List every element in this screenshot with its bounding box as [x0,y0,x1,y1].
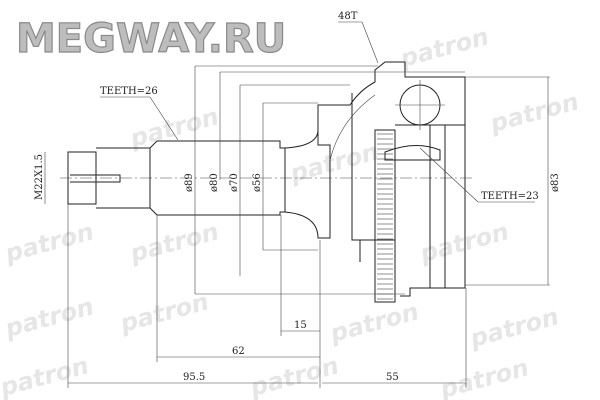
watermark: patron [486,87,581,138]
watermark: patron [1,217,96,268]
watermark: patron [286,137,381,188]
abs-teeth [377,133,393,300]
shaft-teeth-label: TEETH=26 [100,86,158,97]
part-outline [60,61,475,303]
diameter-80: ø80 [209,173,220,192]
watermark: patron [1,292,96,343]
diameter-70: ø70 [229,173,240,192]
length-95-5: 95.5 [183,372,205,383]
length-62: 62 [232,346,245,357]
watermark: patron [116,287,211,338]
watermarks: patron patron patron patron patron patro… [0,22,582,400]
watermark: patron [326,297,421,348]
watermark: patron [396,22,491,73]
watermark: patron [436,353,531,400]
diameter-89: ø89 [184,173,195,192]
inner-teeth-label: TEETH=23 [481,191,539,202]
logo: MEGWAY.RU [16,16,286,62]
watermark: patron [246,351,341,400]
thread-label: M22X1.5 [34,154,45,200]
length-55: 55 [386,372,399,383]
watermark: patron [126,217,221,268]
watermark: patron [416,217,511,268]
diameter-56: ø56 [252,173,263,192]
diameter-83: ø83 [550,173,561,192]
spline-ring-label: 48T [338,11,358,22]
abs-ring [374,129,396,303]
watermark: patron [0,351,92,400]
length-15: 15 [294,320,307,331]
watermark: patron [466,302,561,353]
dimensions [44,21,550,388]
watermark: patron [126,102,221,153]
